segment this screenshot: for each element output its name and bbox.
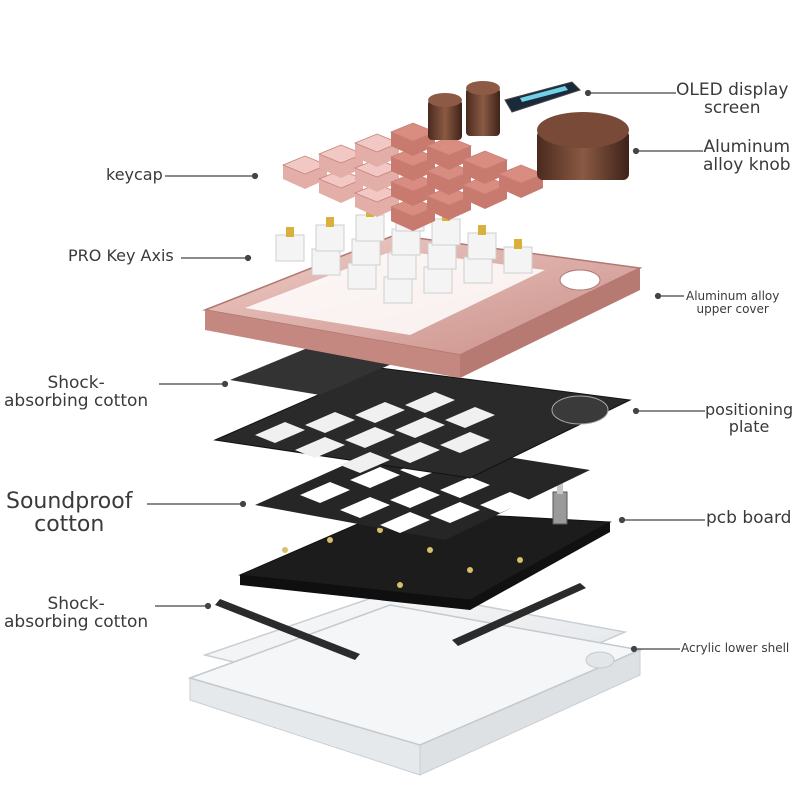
keycap bbox=[497, 164, 545, 198]
label-soundproof-line2: cotton bbox=[34, 512, 105, 538]
label-oled-line1: OLED display bbox=[676, 80, 789, 100]
label-soundproof-line1: Soundproof bbox=[6, 489, 133, 514]
key-switch bbox=[467, 225, 497, 260]
keycap bbox=[317, 169, 365, 203]
label-knob-line2: alloy knob bbox=[703, 154, 791, 175]
soundproof-cotton bbox=[255, 440, 590, 540]
pcb-board bbox=[238, 470, 612, 610]
aluminum-knob bbox=[537, 112, 629, 180]
label-oled-line2: screen bbox=[703, 97, 761, 118]
label-upper-cover-line1: Aluminum alloy bbox=[686, 289, 780, 303]
key-switch bbox=[275, 227, 305, 262]
keycap bbox=[389, 122, 437, 156]
label-keycap: keycap bbox=[106, 165, 163, 184]
keycap bbox=[389, 147, 437, 181]
label-shock-bottom: Shock- absorbing cotton bbox=[4, 594, 149, 632]
label-shock-top-line2: absorbing cotton bbox=[4, 390, 149, 411]
keycap bbox=[317, 144, 365, 178]
acrylic-lower-shell bbox=[187, 589, 643, 776]
keycap bbox=[353, 183, 401, 217]
label-shock-top: Shock- absorbing cotton bbox=[4, 373, 149, 411]
key-switch bbox=[315, 217, 345, 252]
label-positioning: positioning plate bbox=[705, 400, 794, 436]
leader-lines bbox=[147, 89, 705, 653]
label-upper-cover: Aluminum alloy upper cover bbox=[686, 290, 779, 315]
keycap bbox=[425, 136, 473, 170]
bottom-shock-cotton bbox=[215, 583, 586, 660]
label-knob: Aluminum alloy knob bbox=[703, 137, 791, 175]
label-switch: PRO Key Axis bbox=[68, 246, 174, 265]
label-lower-shell: Acrylic lower shell bbox=[681, 641, 790, 655]
keycap bbox=[353, 133, 401, 167]
label-positioning-line1: positioning bbox=[705, 400, 794, 419]
label-pcb: pcb board bbox=[706, 508, 792, 528]
label-positioning-line2: plate bbox=[728, 416, 770, 436]
label-shock-bottom-line2: absorbing cotton bbox=[4, 611, 149, 632]
positioning-plate bbox=[213, 367, 632, 479]
label-upper-cover-line2: upper cover bbox=[696, 301, 769, 316]
oled-display bbox=[504, 81, 581, 113]
label-soundproof: Soundproof cotton bbox=[6, 490, 132, 536]
key-switch bbox=[503, 239, 533, 274]
label-knob-line1: Aluminum bbox=[703, 137, 791, 157]
label-shock-bottom-line1: Shock- bbox=[47, 594, 105, 614]
label-oled: OLED display screen bbox=[676, 80, 789, 118]
small-knobs bbox=[428, 81, 500, 140]
aluminum-upper-cover bbox=[202, 234, 643, 378]
keycap bbox=[353, 158, 401, 192]
key-switches bbox=[275, 197, 533, 304]
keycap bbox=[389, 172, 437, 206]
label-shock-top-line1: Shock- bbox=[47, 373, 105, 393]
keycap bbox=[281, 155, 329, 189]
keycaps bbox=[281, 122, 545, 231]
keycap bbox=[461, 150, 509, 184]
